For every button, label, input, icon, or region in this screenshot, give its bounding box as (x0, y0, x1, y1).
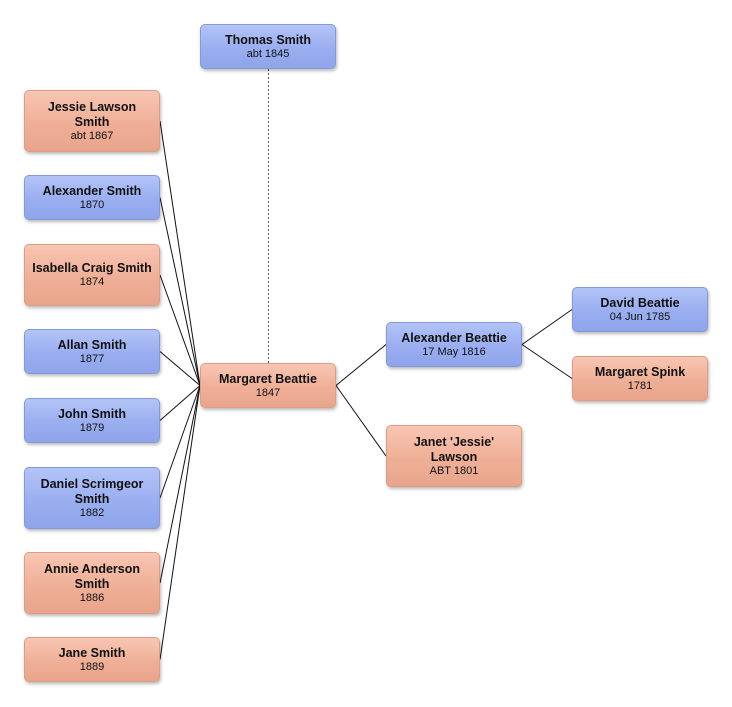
child-link-line (159, 385, 201, 660)
person-daniel-scrimgeor-smith[interactable]: Daniel Scrimgeor Smith 1882 (24, 467, 160, 529)
person-margaret-spink[interactable]: Margaret Spink 1781 (572, 356, 708, 401)
person-date: 1870 (79, 198, 105, 211)
person-alexander-beattie[interactable]: Alexander Beattie 17 May 1816 (386, 322, 522, 367)
child-link-line (159, 351, 201, 386)
person-name: Alexander Smith (42, 183, 142, 198)
child-link-line (159, 197, 201, 386)
person-name: Thomas Smith (224, 32, 312, 47)
person-name: Margaret Spink (594, 364, 686, 379)
child-link-line (159, 385, 201, 421)
person-isabella-craig-smith[interactable]: Isabella Craig Smith 1874 (24, 244, 160, 306)
person-date: 1847 (255, 386, 281, 399)
child-link-line (159, 385, 201, 499)
person-date: abt 1867 (70, 129, 114, 142)
child-link-line (159, 274, 201, 386)
person-name: Annie Anderson Smith (43, 561, 141, 591)
person-date: 1889 (79, 660, 105, 673)
person-date: 1886 (79, 591, 105, 604)
person-margaret-beattie[interactable]: Margaret Beattie 1847 (200, 363, 336, 408)
father-link-line (521, 309, 573, 345)
person-name: Allan Smith (57, 337, 127, 352)
person-name: Daniel Scrimgeor Smith (40, 476, 144, 506)
person-janet-jessie-lawson[interactable]: Janet 'Jessie' Lawson ABT 1801 (386, 425, 522, 487)
person-date: 1781 (627, 379, 653, 392)
father-link-line (335, 344, 387, 386)
child-link-line (159, 120, 201, 386)
person-name: Jessie Lawson Smith (47, 99, 137, 129)
person-date: 1874 (79, 276, 105, 288)
person-date: ABT 1801 (429, 464, 479, 477)
person-jessie-lawson-smith[interactable]: Jessie Lawson Smith abt 1867 (24, 90, 160, 152)
person-name: John Smith (57, 406, 127, 421)
person-name: Jane Smith (58, 645, 126, 660)
mother-link-line (335, 385, 387, 457)
person-allan-smith[interactable]: Allan Smith 1877 (24, 329, 160, 374)
person-alexander-smith[interactable]: Alexander Smith 1870 (24, 175, 160, 220)
person-david-beattie[interactable]: David Beattie 04 Jun 1785 (572, 287, 708, 332)
person-date: 1877 (79, 352, 105, 365)
person-date: 1879 (79, 421, 105, 434)
person-date: abt 1845 (246, 47, 290, 60)
mother-link-line (521, 344, 573, 379)
person-date: 04 Jun 1785 (609, 310, 671, 323)
person-name: Margaret Beattie (219, 371, 317, 386)
person-john-smith[interactable]: John Smith 1879 (24, 398, 160, 443)
person-jane-smith[interactable]: Jane Smith 1889 (24, 637, 160, 682)
person-name: Alexander Beattie (401, 330, 507, 345)
child-link-line (159, 385, 201, 584)
person-name: David Beattie (600, 295, 680, 310)
person-date: 1882 (79, 506, 105, 519)
person-name: Janet 'Jessie' Lawson (413, 434, 495, 464)
person-name: Isabella Craig Smith (32, 261, 152, 275)
person-annie-anderson-smith[interactable]: Annie Anderson Smith 1886 (24, 552, 160, 614)
person-date: 17 May 1816 (422, 345, 486, 358)
person-thomas-smith[interactable]: Thomas Smith abt 1845 (200, 24, 336, 69)
